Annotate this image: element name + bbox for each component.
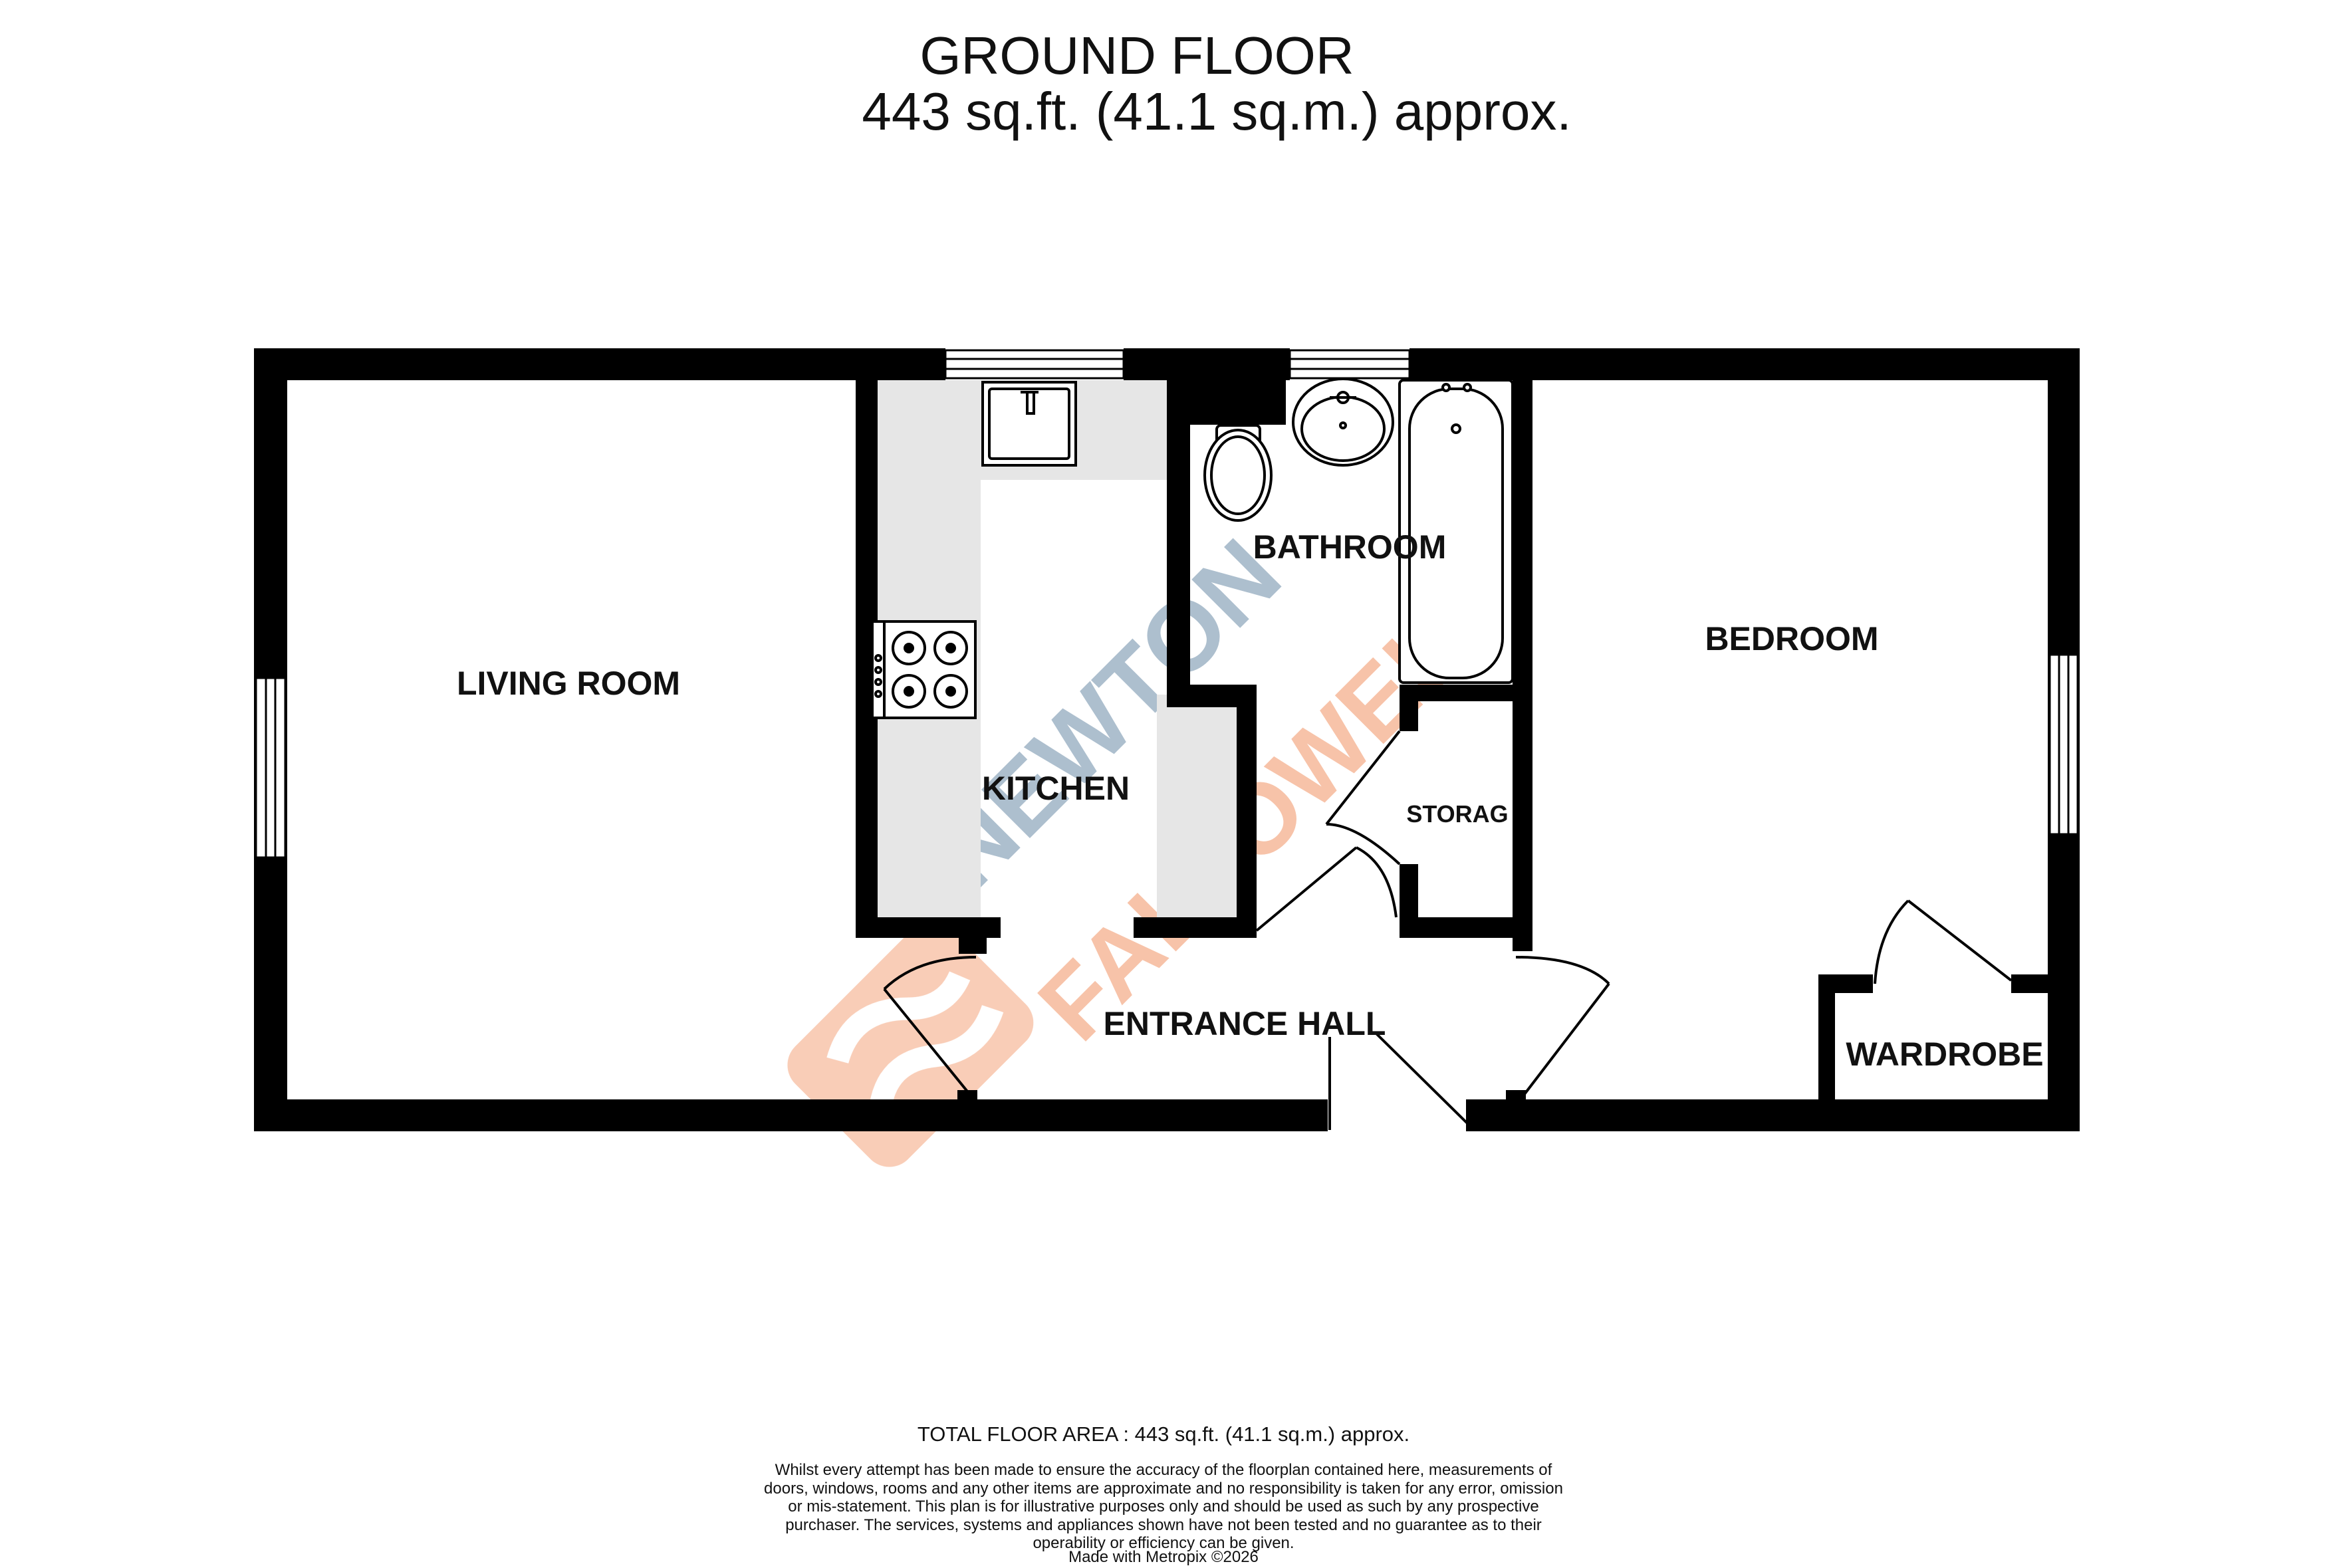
credit-text: Made with Metropix ©2026 (1068, 1548, 1259, 1566)
kitchen-window (944, 349, 1125, 380)
toilet-icon (1203, 424, 1273, 522)
watermark-logo-icon (787, 921, 1034, 1167)
doors (883, 730, 2013, 1130)
floor-area-subtitle: 443 sq.ft. (41.1 sq.m.) approx. (862, 82, 1572, 141)
room-label-bathroom: BATHROOM (1253, 528, 1447, 566)
bathtub-icon (1398, 379, 1514, 684)
kitchen-sink-icon (981, 381, 1077, 467)
room-label-bedroom: BEDROOM (1705, 620, 1878, 657)
bathroom-fixtures (1203, 378, 1514, 684)
living-room-window (255, 677, 287, 859)
room-label-storage: STORAG (1406, 800, 1508, 828)
floor-title: GROUND FLOOR (919, 26, 1354, 85)
room-labels: LIVING ROOM KITCHEN BATHROOM BEDROOM STO… (457, 528, 2044, 1073)
room-label-kitchen: KITCHEN (982, 770, 1130, 807)
windows (255, 349, 2079, 859)
walls (254, 348, 2080, 1131)
disclaimer-text: Whilst every attempt has been made to en… (764, 1461, 1563, 1552)
total-floor-area: TOTAL FLOOR AREA : 443 sq.ft. (41.1 sq.m… (917, 1422, 1410, 1446)
bedroom-window (2048, 653, 2079, 836)
kitchen-fixtures (871, 381, 1077, 719)
room-label-entrance-hall: ENTRANCE HALL (1104, 1005, 1386, 1042)
room-label-living-room: LIVING ROOM (457, 665, 680, 702)
room-label-wardrobe: WARDROBE (1846, 1036, 2043, 1073)
hob-icon (871, 620, 977, 719)
bathroom-sink-icon (1292, 378, 1394, 467)
bathroom-window (1288, 349, 1411, 380)
